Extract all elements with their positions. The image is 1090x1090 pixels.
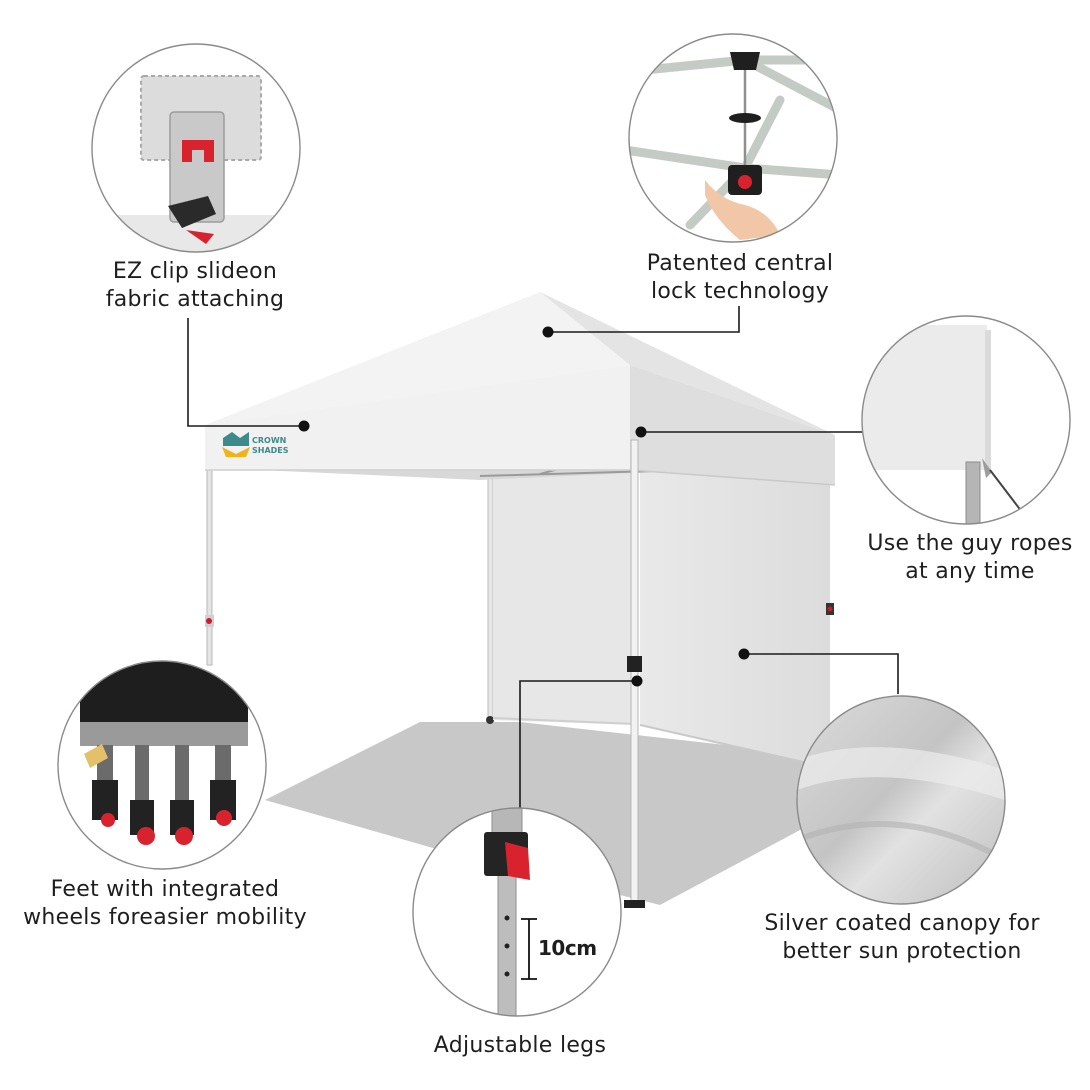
detail-circle-central-lock	[628, 33, 838, 243]
leg-adjustment-measure: 10cm	[538, 936, 597, 960]
detail-circle-guy-ropes	[861, 315, 1071, 525]
caption-silver-canopy-line2: better sun protection	[782, 939, 1022, 964]
ground-shadow	[265, 722, 860, 905]
caption-central-lock: Patented central lock technology	[620, 250, 860, 306]
caption-adjustable-legs: Adjustable legs	[415, 1032, 625, 1060]
caption-central-lock-line2: lock technology	[650, 279, 830, 304]
detail-circle-feet	[57, 660, 267, 870]
caption-silver-canopy: Silver coated canopy for better sun prot…	[752, 910, 1052, 966]
brand-logo	[222, 432, 250, 457]
caption-guy-ropes-line1: Use the guy ropes	[867, 531, 1073, 556]
brand-name-line1: CROWN	[252, 436, 286, 445]
caption-silver-canopy-line1: Silver coated canopy for	[764, 911, 1040, 936]
caption-ez-clip: EZ clip slideon fabric attaching	[80, 258, 310, 314]
caption-adjustable-legs-label: Adjustable legs	[433, 1033, 607, 1058]
detail-circle-ez-clip	[91, 43, 301, 253]
caption-ez-clip-line2: fabric attaching	[105, 287, 285, 312]
caption-feet: Feet with integrated wheels foreasier mo…	[10, 876, 320, 932]
caption-feet-line1: Feet with integrated	[50, 877, 280, 902]
detail-circle-adjustable-legs	[412, 807, 622, 1017]
caption-ez-clip-line1: EZ clip slideon	[112, 259, 278, 284]
caption-guy-ropes: Use the guy ropes at any time	[850, 530, 1090, 586]
brand-name-line2: SHADES	[252, 446, 289, 455]
caption-guy-ropes-line2: at any time	[905, 559, 1035, 584]
leader-dots	[298, 326, 750, 687]
caption-central-lock-line1: Patented central	[646, 251, 834, 276]
leader-lines	[187, 306, 899, 808]
detail-circle-silver-canopy	[796, 695, 1006, 905]
canopy-tent	[205, 292, 836, 908]
caption-feet-line2: wheels foreasier mobility	[23, 905, 307, 930]
